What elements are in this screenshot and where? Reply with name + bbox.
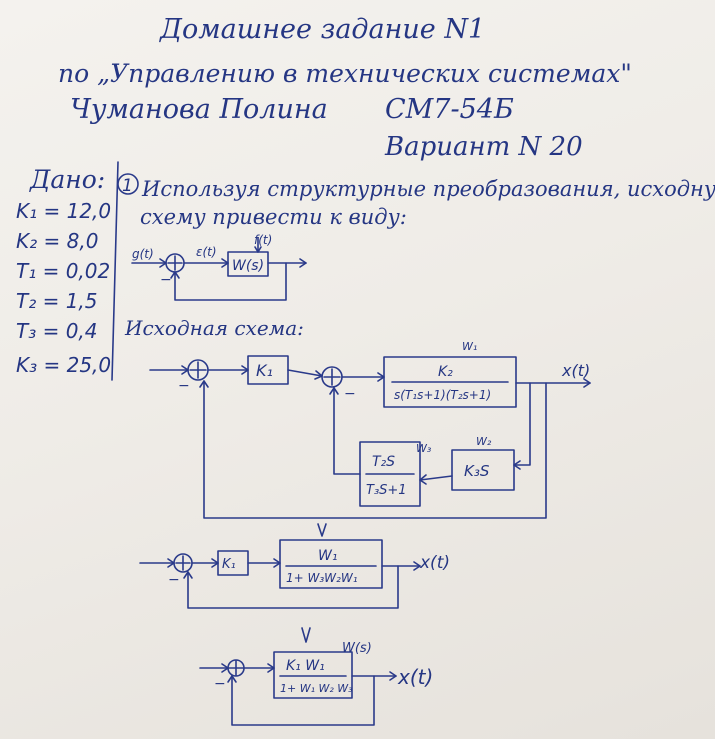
target-block-label: W(s)	[232, 258, 264, 274]
task-number-circle	[117, 173, 139, 195]
original-minus-2: −	[344, 386, 356, 402]
given-k2: K₂ = 8,0	[16, 229, 98, 253]
original-scheme: − K₁ − K₂ s(T₁s+1)(T₂s+1) W₁ x(t) K₃S W₂…	[149, 340, 591, 519]
original-w2-tag: W₂	[476, 435, 492, 448]
original-minus-1: −	[178, 378, 190, 394]
header-group: СМ7-54Б	[385, 94, 514, 125]
reduced-scheme-2: − K₁ W₁ 1+ W₁ W₂ W₃ W(s) x(t)	[199, 627, 433, 726]
reduced1-denominator: 1+ W₃W₂W₁	[286, 571, 358, 585]
reduced1-block-closed-loop	[279, 539, 383, 589]
original-block-w1	[383, 356, 517, 408]
header-title: Домашнее задание N1	[159, 14, 485, 45]
given-t2: T₂ = 1,5	[16, 289, 98, 313]
task-text-line1: Используя структурные преобразования, ис…	[141, 177, 715, 201]
given-k3: K₃ = 25,0	[16, 353, 111, 377]
reduced1-k1-label: K₁	[222, 557, 236, 572]
reduced2-input-arrow	[301, 627, 311, 643]
task-text-line2: схему привести к виду:	[140, 205, 407, 229]
task-number: 1	[122, 176, 133, 196]
reduced2-ws-tag: W(s)	[342, 641, 372, 656]
original-block-w2	[451, 449, 515, 491]
given-k1: K₁ = 12,0	[16, 199, 111, 223]
original-w2-label: K₃S	[464, 462, 490, 480]
original-w3-numerator: T₂S	[372, 454, 395, 470]
header-course: по „Управлению в технических системах"	[58, 59, 632, 88]
target-input-label: g(t)	[132, 247, 154, 261]
reduced2-denominator: 1+ W₁ W₂ W₃	[280, 682, 353, 695]
target-error-label: ε(t)	[196, 245, 217, 259]
reduced1-output-label: x(t)	[419, 553, 450, 573]
original-w1-tag: W₁	[462, 340, 477, 353]
given-divider	[111, 161, 119, 381]
original-k1-label: K₁	[256, 361, 273, 380]
reduced2-block-ws	[273, 651, 353, 699]
given-t3: T₃ = 0,4	[16, 319, 98, 343]
original-w1-numerator: K₂	[438, 364, 453, 380]
original-w1-denominator: s(T₁s+1)(T₂s+1)	[394, 388, 491, 402]
target-minus: −	[160, 272, 172, 288]
reduced2-minus: −	[214, 676, 226, 692]
reduced2-numerator: K₁ W₁	[286, 658, 325, 674]
target-scheme: g(t) ε(t) W(s) f(t) −	[131, 233, 307, 301]
original-w3-denominator: T₃S+1	[366, 483, 407, 498]
reduced1-numerator: W₁	[318, 548, 337, 564]
reduced1-minus: −	[168, 572, 180, 588]
header-variant: Вариант N 20	[384, 132, 583, 162]
original-output-label: x(t)	[561, 361, 590, 380]
reduced-scheme-1: − K₁ W₁ 1+ W₃W₂W₁ x(t)	[139, 523, 450, 609]
reduced1-input-arrow	[317, 523, 327, 537]
header-student-name: Чуманова Полина	[70, 94, 328, 125]
given-title: Дано:	[29, 165, 105, 194]
target-block-ws	[227, 251, 269, 277]
target-disturbance-label: f(t)	[254, 233, 272, 247]
original-scheme-title: Исходная схема:	[124, 316, 304, 340]
original-w3-tag: W₃	[416, 442, 432, 455]
given-t1: T₁ = 0,02	[16, 259, 110, 283]
reduced2-output-label: x(t)	[397, 665, 433, 689]
